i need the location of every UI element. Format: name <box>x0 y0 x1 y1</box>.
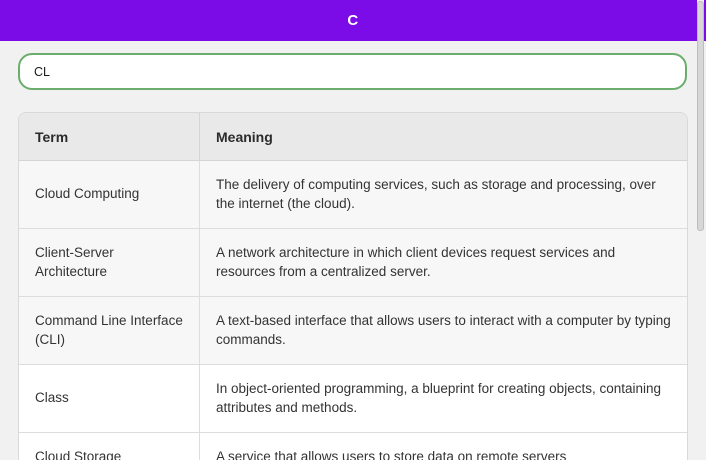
term-cell: Cloud Computing <box>19 160 200 229</box>
search-section <box>18 53 687 90</box>
header-bar: C <box>0 0 706 41</box>
table-row[interactable]: Client-Server Architecture A network arc… <box>19 228 687 297</box>
glossary-table: Term Meaning Cloud Computing The deliver… <box>19 113 687 460</box>
term-cell: Cloud Storage <box>19 432 200 460</box>
column-header-term: Term <box>19 113 200 161</box>
glossary-table-container: Term Meaning Cloud Computing The deliver… <box>18 112 688 460</box>
table-row[interactable]: Command Line Interface (CLI) A text-base… <box>19 296 687 365</box>
meaning-cell: In object-oriented programming, a bluepr… <box>199 364 687 433</box>
meaning-cell: The delivery of computing services, such… <box>216 177 656 211</box>
table-row[interactable]: Cloud Computing The delivery of computin… <box>19 160 687 229</box>
term-cell: Command Line Interface (CLI) <box>19 296 200 365</box>
meaning-cell: A network architecture in which client d… <box>199 228 687 297</box>
scrollbar[interactable] <box>697 0 704 460</box>
table-header-row: Term Meaning <box>19 113 687 161</box>
column-header-meaning: Meaning <box>199 113 687 161</box>
term-cell: Client-Server Architecture <box>19 228 200 297</box>
table-row[interactable]: Cloud Storage A service that allows user… <box>19 432 687 460</box>
meaning-cell: A text-based interface that allows users… <box>199 296 687 365</box>
search-input[interactable] <box>18 53 687 90</box>
meaning-cell: A service that allows users to store dat… <box>199 432 687 460</box>
page-title: C <box>347 12 359 29</box>
term-cell: Class <box>19 364 200 433</box>
table-row[interactable]: Class In object-oriented programming, a … <box>19 364 687 433</box>
scrollbar-thumb[interactable] <box>697 1 704 231</box>
